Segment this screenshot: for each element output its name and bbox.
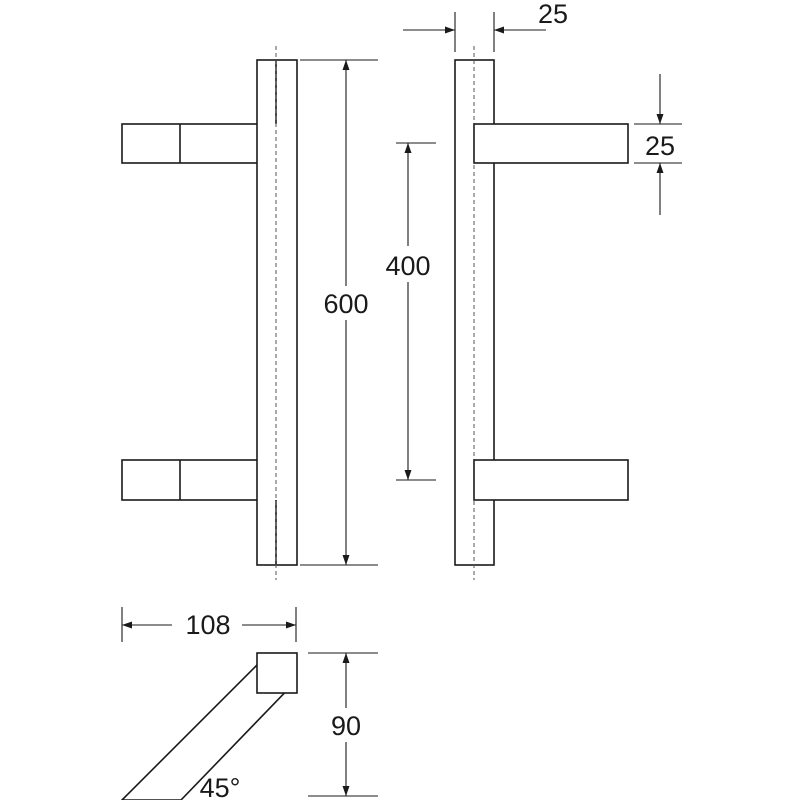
standoff-width-label: 25 <box>645 131 675 161</box>
center-spacing-dimension: 400 <box>385 142 436 481</box>
left-lower-standoff <box>121 459 277 501</box>
left-view <box>121 46 298 580</box>
standoff-height-label: 90 <box>331 711 361 741</box>
overall-length-label: 600 <box>323 289 368 319</box>
right-lower-standoff <box>473 459 629 501</box>
bar-width-dimension: 25 <box>403 0 568 52</box>
standoff-width-dimension: 25 <box>634 74 682 215</box>
projection-dimension: 108 <box>121 607 297 642</box>
overall-length-dimension: 600 <box>300 59 378 566</box>
projection-label: 108 <box>185 610 230 640</box>
bar-width-label: 25 <box>538 0 568 29</box>
bottom-view: 45° <box>120 652 298 800</box>
angle-label: 45° <box>200 773 241 800</box>
left-upper-standoff <box>121 123 277 164</box>
bar-section-square <box>256 652 298 694</box>
right-upper-standoff <box>473 123 629 164</box>
left-bar <box>256 59 298 566</box>
right-view <box>454 46 629 580</box>
standoff-height-dimension: 90 <box>308 652 378 797</box>
center-spacing-label: 400 <box>385 251 430 281</box>
